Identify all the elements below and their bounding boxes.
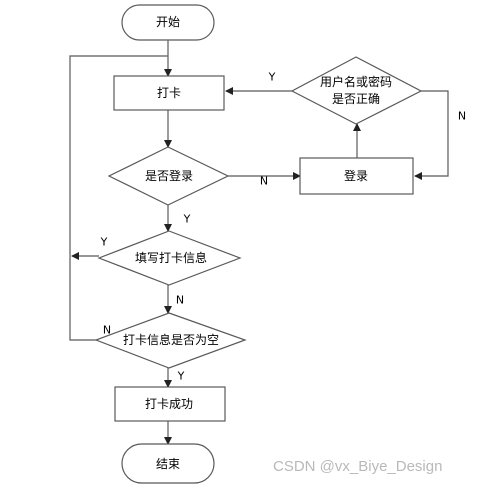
label-end: 结束 — [156, 457, 180, 471]
label-punch: 打卡 — [157, 86, 181, 100]
node-login — [299, 157, 414, 195]
edge-label-fill-no: N — [176, 294, 184, 307]
edge-label-fill-yes: Y — [100, 236, 108, 249]
edge-credentials-no-to-login — [414, 90, 449, 180]
edge-label-empty-no: N — [103, 324, 111, 337]
node-punch-success — [114, 386, 226, 422]
edge-empty-no-loop — [69, 55, 168, 341]
label-is-logged-in: 是否登录 — [145, 168, 193, 183]
node-info-empty — [94, 312, 247, 369]
label-check-credentials-line1: 用户名或密码 — [320, 74, 392, 89]
edge-label-empty-yes: Y — [177, 370, 185, 383]
label-start: 开始 — [156, 15, 180, 29]
node-punch — [113, 75, 225, 111]
label-fill-info: 填写打卡信息 — [135, 250, 207, 265]
node-check-credentials — [290, 56, 423, 125]
label-check-credentials-line2: 是否正确 — [332, 92, 380, 106]
label-info-empty: 打卡信息是否为空 — [123, 332, 219, 347]
node-is-logged-in — [107, 146, 230, 206]
watermark: CSDN @vx_Biye_Design — [273, 458, 443, 475]
edge-label-logged-in-yes: Y — [183, 213, 191, 226]
label-login: 登录 — [344, 168, 368, 183]
node-fill-info — [97, 230, 242, 286]
edge-label-credentials-yes: Y — [268, 71, 276, 84]
node-end — [121, 443, 215, 484]
edge-label-credentials-no: N — [458, 110, 466, 123]
label-punch-success: 打卡成功 — [145, 397, 193, 411]
edge-label-logged-in-no: N — [260, 175, 268, 188]
node-start — [121, 4, 215, 41]
